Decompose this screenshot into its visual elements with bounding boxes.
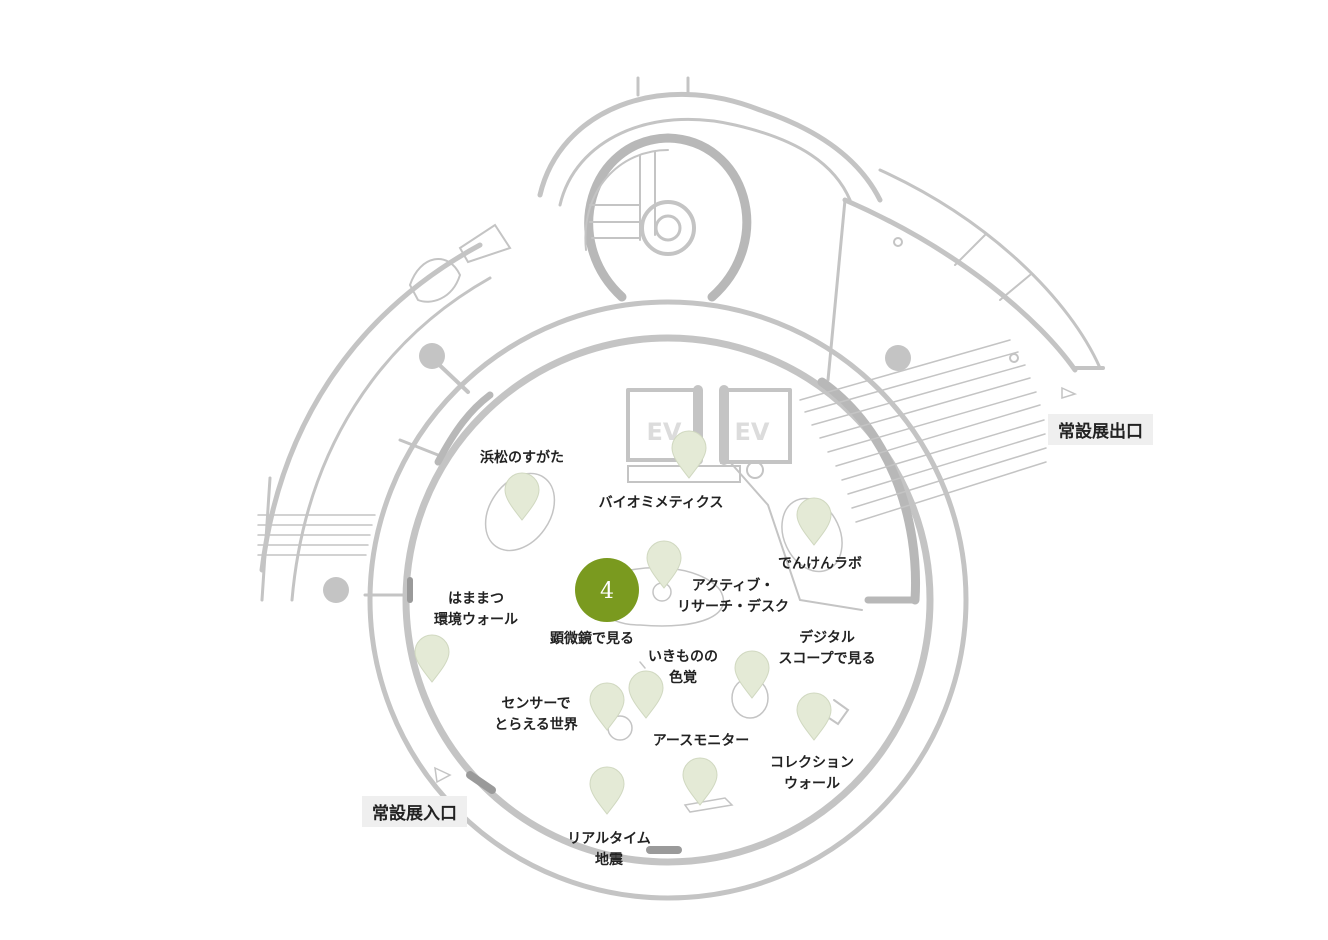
exhibit-label-ikimono-shikikaku[interactable]: いきものの色覚 xyxy=(648,649,718,686)
elevators: EV EV xyxy=(647,418,770,446)
map-pin-icon[interactable] xyxy=(589,766,625,815)
exhibit-label-denken-lab[interactable]: でんけんラボ xyxy=(778,556,862,572)
elevator-label-2: EV xyxy=(735,418,770,446)
exhibit-label-line: でんけんラボ xyxy=(778,556,862,572)
map-pin-icon[interactable] xyxy=(796,497,832,546)
exhibit-label-line: 環境ウォール xyxy=(434,611,518,628)
active-marker-number: 4 xyxy=(600,579,614,604)
map-pin-icon[interactable] xyxy=(646,540,682,589)
exhibit-label-sensor-world[interactable]: センサーでとらえる世界 xyxy=(494,696,579,733)
exhibit-label-collection-wall[interactable]: コレクションウォール xyxy=(770,755,854,792)
map-pin-icon[interactable] xyxy=(504,472,540,521)
map-pin-icon[interactable] xyxy=(671,430,707,479)
exhibit-label-line: センサーで xyxy=(501,696,570,712)
entrance-gate-label: 常設展入口 xyxy=(362,796,467,827)
exhibit-label-line: ウォール xyxy=(784,776,840,792)
active-marker-circle[interactable] xyxy=(575,558,639,622)
exhibit-label-line: 地震 xyxy=(595,851,624,868)
exhibit-label-line: スコープで見る xyxy=(778,651,875,667)
active-marker[interactable]: 4 顕微鏡で見る xyxy=(550,558,639,647)
exhibit-labels: 浜松のすがたバイオミメティクスでんけんラボアクティブ・リサーチ・デスクはままつ環… xyxy=(434,449,876,868)
map-pin-icon[interactable] xyxy=(589,682,625,731)
exhibit-label-line: 浜松のすがた xyxy=(480,449,564,466)
exhibit-label-line: はままつ xyxy=(448,591,504,607)
exhibit-label-line: アースモニター xyxy=(653,733,749,749)
exhibit-label-active-research-desk[interactable]: アクティブ・リサーチ・デスク xyxy=(677,577,789,615)
active-marker-label: 顕微鏡で見る xyxy=(550,630,634,647)
exhibit-label-line: 色覚 xyxy=(669,669,697,686)
exhibit-label-earth-monitor[interactable]: アースモニター xyxy=(653,733,749,749)
map-pin-icon[interactable] xyxy=(796,692,832,741)
exhibit-label-digital-scope[interactable]: デジタルスコープで見る xyxy=(778,629,875,667)
exhibit-label-line: アクティブ・ xyxy=(692,577,774,594)
exhibit-label-hamamatsu-env-wall[interactable]: はままつ環境ウォール xyxy=(434,591,518,628)
map-pin-icon[interactable] xyxy=(682,757,718,806)
exhibit-pins xyxy=(414,430,832,815)
exhibit-label-biomimetics[interactable]: バイオミメティクス xyxy=(599,495,724,511)
exhibit-label-line: デジタル xyxy=(799,629,855,646)
floor-plan-walls xyxy=(257,76,1105,901)
exhibit-label-line: コレクション xyxy=(770,755,854,771)
exhibit-label-line: リサーチ・デスク xyxy=(677,598,789,615)
exhibit-label-hamamatsu-sugata[interactable]: 浜松のすがた xyxy=(480,449,564,466)
exhibit-label-realtime-quake[interactable]: リアルタイム地震 xyxy=(567,831,651,868)
exit-gate-label: 常設展出口 xyxy=(1048,414,1153,445)
map-pin-icon[interactable] xyxy=(628,670,664,719)
map-pin-icon[interactable] xyxy=(414,634,450,683)
map-pin-icon[interactable] xyxy=(734,650,770,699)
exhibit-label-line: バイオミメティクス xyxy=(599,495,724,511)
exhibit-label-line: とらえる世界 xyxy=(494,716,579,733)
exhibit-label-line: リアルタイム xyxy=(567,831,651,847)
structural-columns xyxy=(323,214,911,603)
exhibit-label-line: いきものの xyxy=(648,649,718,665)
